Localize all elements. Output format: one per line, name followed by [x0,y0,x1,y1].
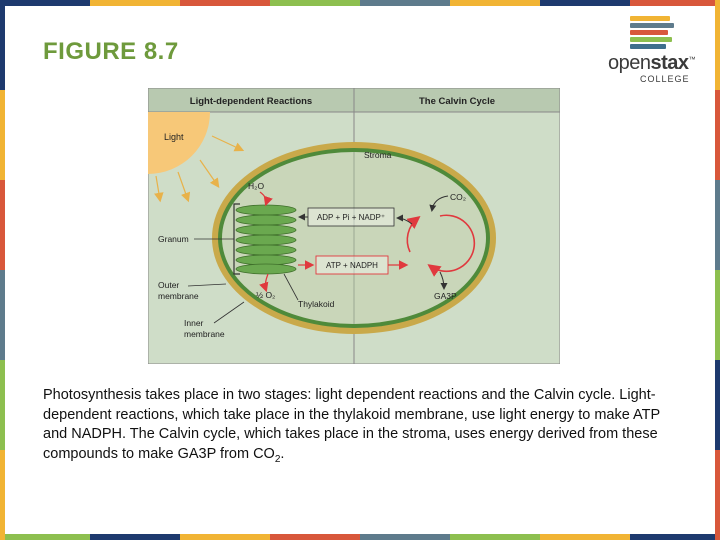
logo-wordmark: openstax™ [608,52,696,74]
header-light-dependent: Light-dependent Reactions [190,96,312,107]
light-ray-1 [211,135,245,152]
thylakoid-disc [235,263,297,275]
thylakoid-disc [235,224,297,236]
stroma-label: Stroma [364,150,392,160]
left-color-stripe [0,0,5,540]
light-ray-2 [199,159,220,188]
logo-bars-icon [630,16,674,51]
inner-membrane-label-1: Inner [184,318,204,328]
co2-label: CO₂ [450,192,466,202]
header-calvin-cycle: The Calvin Cycle [419,96,495,107]
thylakoid-label: Thylakoid [298,299,335,309]
photosynthesis-diagram: Light-dependent Reactions The Calvin Cyc… [148,88,560,364]
right-color-stripe [715,0,720,540]
co2-arrow [429,195,449,212]
h2o-label: H₂O [248,181,264,191]
inner-membrane-pointer [213,301,245,324]
bottom-color-stripe [0,534,720,540]
outer-membrane-label-2: membrane [158,291,199,301]
ga3p-arrow [439,271,448,290]
adp-label: ADP + Pi + NADP⁺ [317,213,385,222]
thylakoid-pointer [283,273,299,301]
thylakoid-disc [235,234,297,246]
calvin-cycle-arc [406,216,421,253]
inner-membrane-label-2: membrane [184,329,225,339]
outer-membrane-label-1: Outer [158,280,179,290]
openstax-logo: openstax™ COLLEGE [608,16,704,86]
thylakoid-disc [235,214,297,226]
h2o-arrow [259,191,273,207]
thylakoid-disc [235,204,297,216]
sun-shape [148,112,210,174]
figure-caption: Photosynthesis takes place in two stages… [43,387,660,465]
slide-title: FIGURE 8.7 [43,38,179,65]
o2-arrow [259,273,269,293]
light-label: Light [164,132,184,142]
granum-label: Granum [158,234,189,244]
logo-subtitle: COLLEGE [640,74,690,84]
ga3p-label: GA3P [434,291,457,301]
light-ray-4 [154,175,164,203]
top-color-stripe [0,0,720,6]
calvin-cycle-circle [427,214,476,277]
outer-membrane-pointer [187,283,227,287]
light-ray-3 [177,171,191,203]
atp-label: ATP + NADPH [326,261,378,270]
thylakoid-disc [235,254,297,266]
adp-from-cycle-arrow [396,214,413,225]
thylakoid-disc [235,244,297,256]
half-o2-label: ½ O₂ [256,290,275,300]
